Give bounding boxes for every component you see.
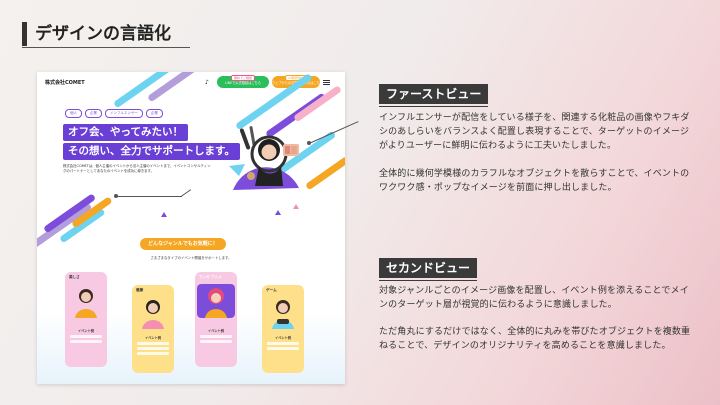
deco-stripe [304,155,345,191]
genre-card-example [200,340,232,343]
hero-influencer-image [229,126,299,190]
line-consult-tag: 無料でご相談 [230,75,256,81]
genre-card-label: イベント例 [145,336,161,340]
hero-catch-line-2: その想い、全力でサポートします。 [63,143,240,160]
hero-tag: 企業 [145,109,163,118]
hero-catch-line-1: オフ会、やってみたい！ [63,124,188,141]
second-view-paragraph-1: 対象ジャンルごとのイメージ画像を配置し、イベント例を添えることでメインのターゲッ… [379,286,689,310]
genre-card-beauty[interactable]: 美しさ イベント例 [65,272,107,367]
section-subtitle: さまざまなタイプのイベント開催をサポートします。 [150,256,232,260]
genre-card-manga-anime[interactable]: マンガ アニメ イベント例 [195,272,237,367]
genre-card-title: マンガ アニメ [199,275,222,279]
genre-card-example [137,352,169,355]
genre-card-image [272,300,294,329]
genre-card-label: イベント例 [275,336,291,340]
genre-card-title: 美しさ [69,275,80,279]
genre-card-title: ゲーム [266,288,277,292]
hamburger-menu-icon[interactable] [323,80,330,85]
hero-tag: インフルエンサー [105,109,143,118]
hero-tag: 企業 [85,109,102,118]
second-view-paragraph-2: ただ角丸にするだけではなく、全体的に丸みを帯びたオブジェクトを複数重ねることで、… [379,327,691,351]
deco-triangle [293,204,299,209]
genre-card-title: 健康 [136,288,144,292]
hero-tag: 個人 [65,109,82,118]
hero-tags: 個人 企業 インフルエンサー 企業 [65,109,163,118]
second-view-heading: セカンドビュー [379,258,478,281]
tiktok-icon: ♪ [205,79,209,86]
genre-card-label: イベント例 [208,329,224,333]
genre-card-example [137,347,169,350]
callout-line-hero-text [116,196,182,197]
genre-card-health[interactable]: 健康 イベント例 [132,285,174,373]
genre-card-example [70,335,102,338]
line-consult-label: LINEで公式相談はこちら [225,81,261,85]
genre-card-example [200,335,232,338]
genre-card-game[interactable]: ゲーム イベント例 [262,285,304,373]
genre-card-image [142,300,164,329]
mockup-logo: 株式会社COMET [45,80,85,86]
genre-card-image [75,289,97,318]
genre-card-example [70,340,102,343]
deco-triangle [275,210,281,215]
first-view-paragraph-2: 全体的に幾何学模様のカラフルなオブジェクトを散らすことで、イベントのワクワク感・… [379,169,690,193]
line-consult-button[interactable]: 無料でご相談 LINEで公式相談はこちら [217,75,269,88]
first-view-heading: ファーストビュー [379,84,489,107]
section-speech-bubble: どんなジャンルでもお気軽に！ [140,238,226,250]
genre-card-example [267,347,299,350]
website-mockup: 株式会社COMET ♪ 無料でご相談 LINEで公式相談はこちら 24時間受付 … [37,72,345,384]
genre-card-image [197,284,235,318]
slide-title: デザインの言語化 [22,22,171,46]
hero-intro-text: 株式会社COMETは、個人主催のイベントから法人主催のイベントまで、イベントコン… [63,164,211,173]
genre-card-example [267,342,299,345]
genre-card-label: イベント例 [78,329,94,333]
title-underline [22,47,190,48]
deco-triangle [161,212,167,217]
genre-card-example [137,342,169,345]
first-view-paragraph-1: インフルエンサーが配信をしている様子を、関連する化粧品の画像やフキダシのあしらい… [379,113,690,151]
